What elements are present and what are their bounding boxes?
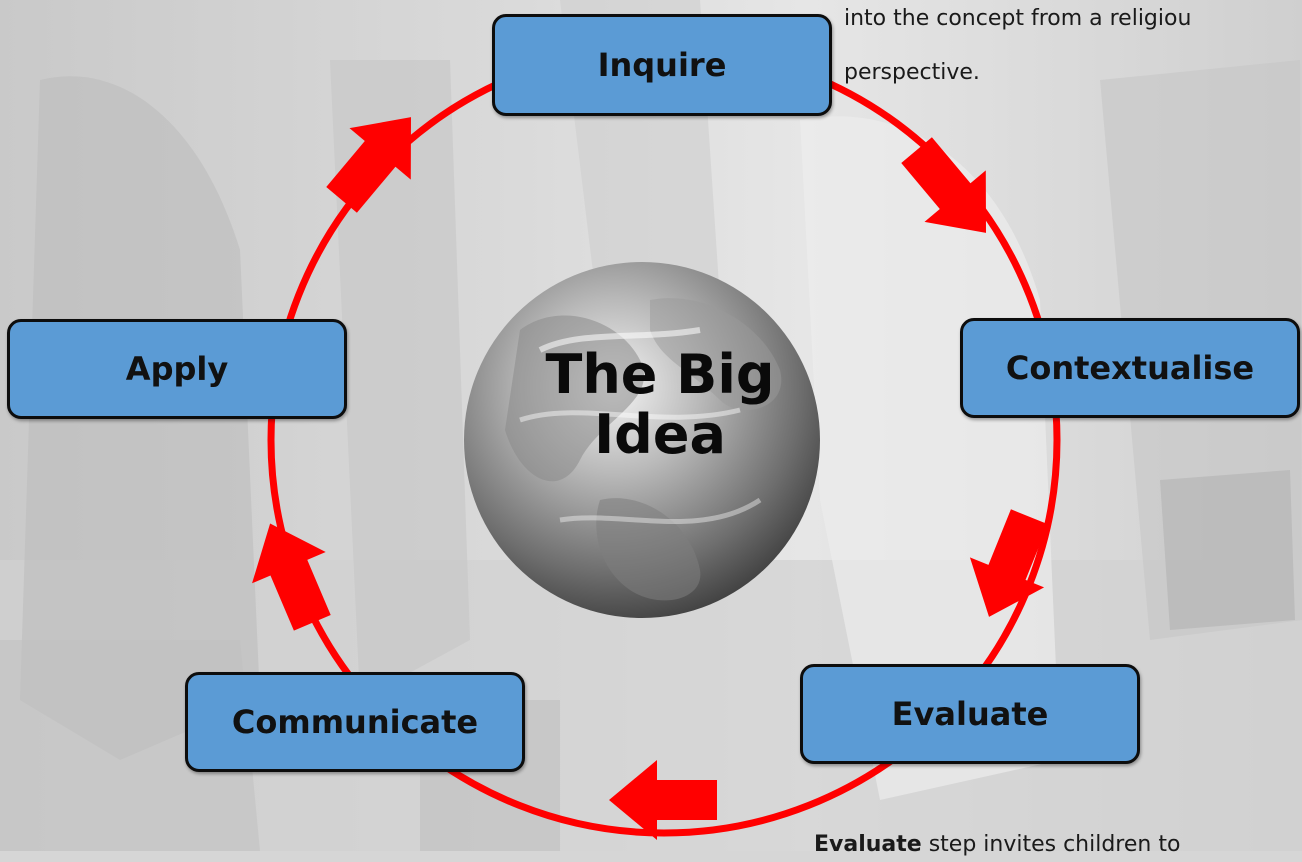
stage-inquire-label: Inquire: [597, 46, 727, 84]
stage-evaluate-label: Evaluate: [891, 695, 1049, 733]
arrow-icon: [252, 523, 331, 631]
stage-evaluate: Evaluate: [800, 664, 1140, 764]
center-title-line-1: The Big: [545, 343, 775, 406]
stage-communicate: Communicate: [185, 672, 525, 772]
arrow-icon: [901, 137, 986, 233]
globe-icon: [464, 262, 820, 618]
arrow-icon: [326, 117, 411, 213]
description-bold-term: Evaluate: [814, 832, 922, 857]
stage-inquire: Inquire: [492, 14, 832, 116]
description-text-bottom-rest: step invites children to: [921, 832, 1181, 857]
stage-apply: Apply: [7, 319, 347, 419]
stage-contextualise: Contextualise: [960, 318, 1300, 418]
arrow-icon: [969, 509, 1049, 617]
stage-apply-label: Apply: [125, 350, 229, 388]
description-text-top: into the concept from a religiou: [844, 6, 1192, 31]
center-title-line-2: Idea: [594, 403, 726, 466]
arrow-icon: [609, 760, 717, 840]
center-title: The Big Idea: [520, 345, 800, 465]
description-text-top-continued: perspective.: [844, 60, 980, 85]
stage-communicate-label: Communicate: [231, 703, 479, 741]
stage-contextualise-label: Contextualise: [1005, 349, 1255, 387]
description-text-bottom: Evaluate step invites children to: [814, 828, 1180, 862]
